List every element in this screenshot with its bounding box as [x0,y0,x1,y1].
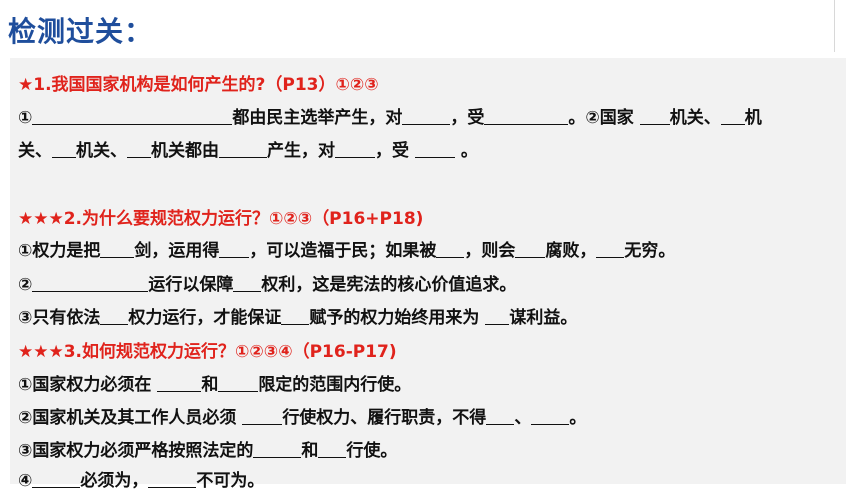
blank [242,405,283,425]
question-3-line-1: ①国家权力必须在 和限定的范围内行使。 [18,370,411,395]
question-1-line-2: 关、机关、机关都由产生，对，受 。 [18,136,478,161]
blank [127,138,151,158]
blank [233,272,262,292]
question-2-heading: ★★★2.为什么要规范权力运行？①②③（P16+P18) [18,209,424,229]
question-3-line-3: ③国家权力必须严格按照法定的和行使。 [18,436,397,461]
blank [639,105,670,125]
question-2-line-1: ①权力是把剑，运用得，可以造福于民；如果被，则会腐败，无穷。 [18,236,675,261]
blank [281,305,310,325]
blank [596,238,625,258]
question-2-line-3: ③只有依法权力运行，才能保证赋予的权力始终用来为 谋利益。 [18,303,577,328]
question-1-heading: ★1.我国国家机构是如何产生的?（P13）①②③ [18,75,379,95]
question-panel [10,58,846,484]
blank [32,468,81,488]
blank [100,238,135,258]
blank [485,305,510,325]
page-title: 检测过关： [8,15,154,48]
blank [486,405,515,425]
blank [32,272,149,292]
blank [484,105,569,125]
blank [32,105,233,125]
decorative-divider [834,0,835,52]
blank [148,468,197,488]
blank [100,305,129,325]
blank [720,105,745,125]
blank [515,238,546,258]
blank [253,438,302,458]
blank [219,138,267,158]
blank [414,138,455,158]
blank [157,372,202,392]
blank [335,138,375,158]
blank [218,372,259,392]
question-3-line-2: ②国家机关及其工作人员必须 行使权力、履行职责，不得、。 [18,403,586,428]
blank [318,438,347,458]
blank [52,138,76,158]
question-3-heading: ★★★3.如何规范权力运行？①②③④（P16-P17) [18,342,397,362]
blank [531,405,570,425]
blank [402,105,451,125]
blank [436,238,465,258]
blank [219,238,250,258]
